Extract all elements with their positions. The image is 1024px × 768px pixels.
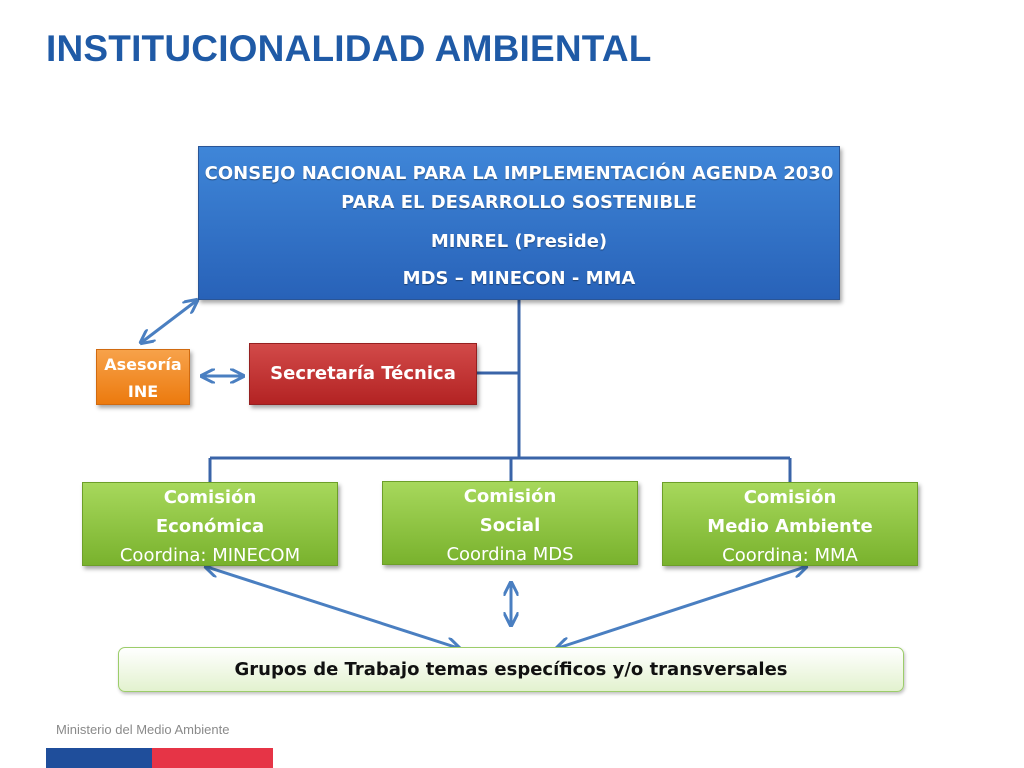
- comision-social-line-2: Social: [479, 515, 541, 536]
- secretaria-tecnica-box: Secretaría Técnica: [249, 343, 477, 405]
- comision-social-box: Comisión Social Coordina MDS: [382, 481, 638, 565]
- footer-ministry: Ministerio del Medio Ambiente: [56, 722, 230, 737]
- comision-economica-line-1: Comisión: [163, 487, 257, 508]
- flag-bar-red: [152, 748, 273, 768]
- asesoria-label: Asesoría: [104, 355, 182, 374]
- comision-social-line-1: Comisión: [463, 486, 557, 507]
- asesoria-consejo-arrow: [142, 301, 196, 342]
- page-title: INSTITUCIONALIDAD AMBIENTAL: [46, 28, 652, 69]
- consejo-line-2: PARA EL DESARROLLO SOSTENIBLE: [341, 192, 697, 213]
- comision-economica-line-2: Económica: [155, 516, 265, 537]
- consejo-line-1: CONSEJO NACIONAL PARA LA IMPLEMENTACIÓN …: [204, 163, 834, 184]
- flag-bar-blue: [46, 748, 152, 768]
- economica-grupos-arrow: [207, 567, 458, 648]
- asesoria-ine: INE: [127, 382, 159, 401]
- consejo-nacional-box: CONSEJO NACIONAL PARA LA IMPLEMENTACIÓN …: [198, 146, 840, 300]
- comision-social-coordina: Coordina MDS: [446, 544, 574, 565]
- consejo-line-4: MDS – MINECON - MMA: [402, 268, 636, 289]
- comision-ambiente-line-1: Comisión: [743, 487, 837, 508]
- comision-economica-coordina: Coordina: MINECOM: [119, 545, 301, 566]
- org-connectors: [208, 300, 792, 482]
- grupos-trabajo-box: Grupos de Trabajo temas específicos y/o …: [118, 647, 904, 692]
- comision-ambiente-line-2: Medio Ambiente: [707, 516, 873, 537]
- ambiente-grupos-arrow: [558, 567, 805, 648]
- asesoria-box: Asesoría INE: [96, 349, 190, 405]
- consejo-line-3: MINREL (Preside): [430, 231, 608, 252]
- comision-ambiente-coordina: Coordina: MMA: [722, 545, 858, 566]
- comision-ambiente-box: Comisión Medio Ambiente Coordina: MMA: [662, 482, 918, 566]
- comision-economica-box: Comisión Económica Coordina: MINECOM: [82, 482, 338, 566]
